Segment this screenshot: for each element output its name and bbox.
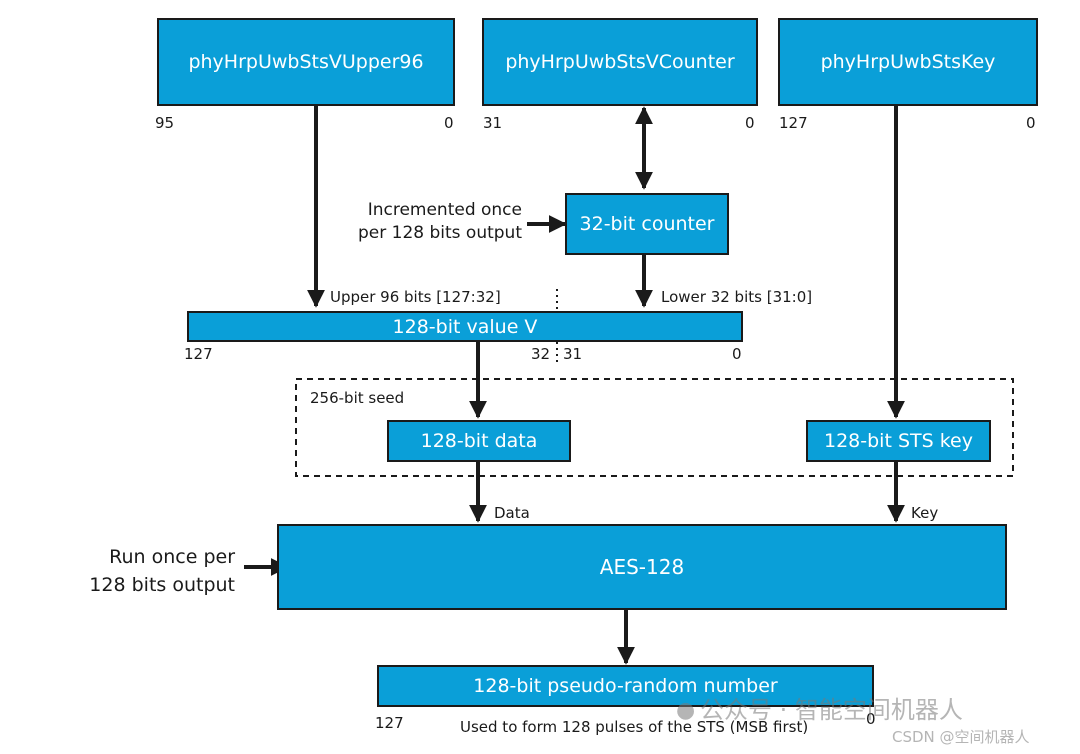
value-v-lsb-label: 0 bbox=[732, 345, 742, 363]
increment-note-line2: per 128 bits output bbox=[357, 223, 522, 243]
aes-128-label: AES-128 bbox=[599, 555, 685, 579]
key-register-msb-label: 127 bbox=[779, 114, 808, 132]
prn-lsb-label: 0 bbox=[866, 710, 876, 728]
counter-register-box: phyHrpUwbStsVCounter bbox=[482, 18, 758, 106]
data-128bit-box: 128-bit data bbox=[387, 420, 571, 462]
upper96-msb-label: 95 bbox=[155, 114, 175, 132]
run-note-line2: 128 bits output bbox=[89, 574, 235, 596]
value-v-bit31-label: 31 bbox=[563, 345, 583, 363]
upper96-register-box: phyHrpUwbStsVUpper96 bbox=[157, 18, 455, 106]
lower-bits-label: Lower 32 bits [31:0] bbox=[661, 288, 813, 306]
counter-32bit-box: 32-bit counter bbox=[565, 193, 729, 255]
counter-32bit-label: 32-bit counter bbox=[579, 213, 715, 235]
wechat-icon: ● bbox=[676, 698, 696, 723]
key-register-label: phyHrpUwbStsKey bbox=[820, 51, 996, 73]
prn-label: 128-bit pseudo-random number bbox=[473, 675, 778, 697]
value-v-bit32-label: 32 bbox=[531, 345, 551, 363]
credit-watermark: CSDN @空间机器人 bbox=[892, 728, 1030, 746]
data-128bit-label: 128-bit data bbox=[420, 430, 538, 452]
key-register-lsb-label: 0 bbox=[1026, 114, 1036, 132]
data-arrow-label: Data bbox=[494, 504, 530, 522]
channel-watermark: 公众号 · 智能空间机器人 bbox=[700, 696, 963, 724]
value-v-msb-label: 127 bbox=[184, 345, 213, 363]
run-note-line1: Run once per bbox=[109, 546, 235, 568]
counter-register-msb-label: 31 bbox=[483, 114, 503, 132]
value-v-box: 128-bit value V bbox=[187, 311, 743, 342]
prn-msb-label: 127 bbox=[375, 714, 404, 732]
counter-register-lsb-label: 0 bbox=[745, 114, 755, 132]
usage-note: Used to form 128 pulses of the STS (MSB … bbox=[460, 718, 809, 736]
increment-note-line1: Incremented once bbox=[367, 200, 522, 220]
key-arrow-label: Key bbox=[911, 504, 939, 522]
aes-128-box: AES-128 bbox=[277, 524, 1007, 610]
seed-label: 256-bit seed bbox=[310, 389, 405, 407]
upper-bits-label: Upper 96 bits [127:32] bbox=[330, 288, 501, 306]
key-register-box: phyHrpUwbStsKey bbox=[778, 18, 1038, 106]
counter-register-label: phyHrpUwbStsVCounter bbox=[505, 51, 735, 73]
sts-key-label: 128-bit STS key bbox=[824, 430, 973, 452]
upper96-register-label: phyHrpUwbStsVUpper96 bbox=[188, 51, 424, 73]
prn-box: 128-bit pseudo-random number bbox=[377, 665, 874, 707]
sts-key-box: 128-bit STS key bbox=[806, 420, 991, 462]
value-v-label: 128-bit value V bbox=[392, 315, 538, 338]
upper96-lsb-label: 0 bbox=[444, 114, 454, 132]
